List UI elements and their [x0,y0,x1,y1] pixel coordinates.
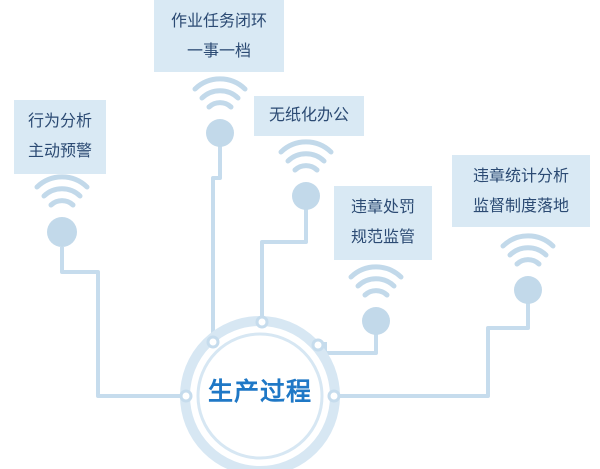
node-behavior: 行为分析 主动预警 [14,100,106,174]
node-task-line1: 作业任务闭环 [170,11,267,30]
connector-lines [60,142,530,398]
connector-paperless [260,207,308,318]
wifi-signal-icon [34,174,90,247]
node-behavior-line1: 行为分析 [27,111,92,130]
wifi-signal-icon [348,264,404,335]
node-violation-line1: 违章处罚 [350,197,415,216]
hub-inner-ring [196,332,324,460]
node-task: 作业任务闭环 一事一档 [154,0,284,72]
hub-port-right [327,389,341,403]
node-violation-line2: 规范监管 [350,227,415,246]
node-statistics-line1: 违章统计分析 [472,166,569,185]
hub-port-top [255,315,269,329]
wifi-signal-icon [192,76,248,147]
node-task-line2: 一事一档 [186,41,251,60]
node-paperless: 无纸化办公 [254,96,364,136]
node-statistics: 违章统计分析 监督制度落地 [452,155,590,227]
hub-port-top-right [311,338,325,352]
node-paperless-line1: 无纸化办公 [268,105,349,124]
node-behavior-line2: 主动预警 [27,141,92,160]
hub [179,315,341,469]
wifi-signal-icon [278,139,334,210]
node-statistics-line2: 监督制度落地 [472,196,569,215]
node-violation: 违章处罚 规范监管 [334,186,432,260]
hub-port-left [179,389,193,403]
wifi-signal-icon [500,233,556,304]
connector-statistics [334,302,530,398]
connector-violation [323,333,378,355]
hub-label: 生产过程 [207,377,312,406]
hub-port-top-left [206,335,220,349]
connector-task [211,142,222,342]
connector-behavior [60,247,186,398]
